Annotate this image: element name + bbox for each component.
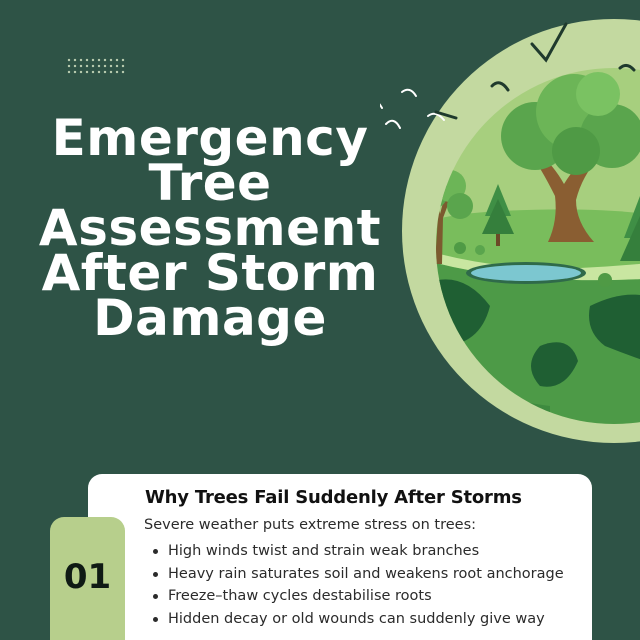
birds	[380, 22, 636, 129]
list-item: Freeze–thaw cycles destabilise roots	[152, 585, 564, 608]
title-line: Tree	[148, 154, 272, 212]
page-title: Emergency Tree Assessment After Storm Da…	[20, 109, 400, 347]
section-heading: Why Trees Fail Suddenly After Storms	[145, 487, 522, 508]
section-intro: Severe weather puts extreme stress on tr…	[144, 517, 477, 533]
title-line: Emergency	[51, 109, 369, 167]
planet-trees-illustration	[380, 19, 640, 443]
title-line: Assessment	[38, 199, 382, 257]
list-item: Hidden decay or old wounds can suddenly …	[152, 608, 564, 631]
list-item: High winds twist and strain weak branche…	[152, 540, 564, 563]
list-item: Heavy rain saturates soil and weakens ro…	[152, 563, 564, 586]
title-line: After Storm	[41, 244, 379, 302]
title-line: Damage	[93, 289, 327, 347]
dot-grid-decoration	[66, 57, 126, 75]
section-number: 01	[63, 557, 112, 597]
section-number-tab: 01	[50, 517, 125, 640]
info-card: Why Trees Fail Suddenly After Storms Sev…	[88, 474, 592, 640]
bullet-list: High winds twist and strain weak branche…	[152, 540, 564, 630]
